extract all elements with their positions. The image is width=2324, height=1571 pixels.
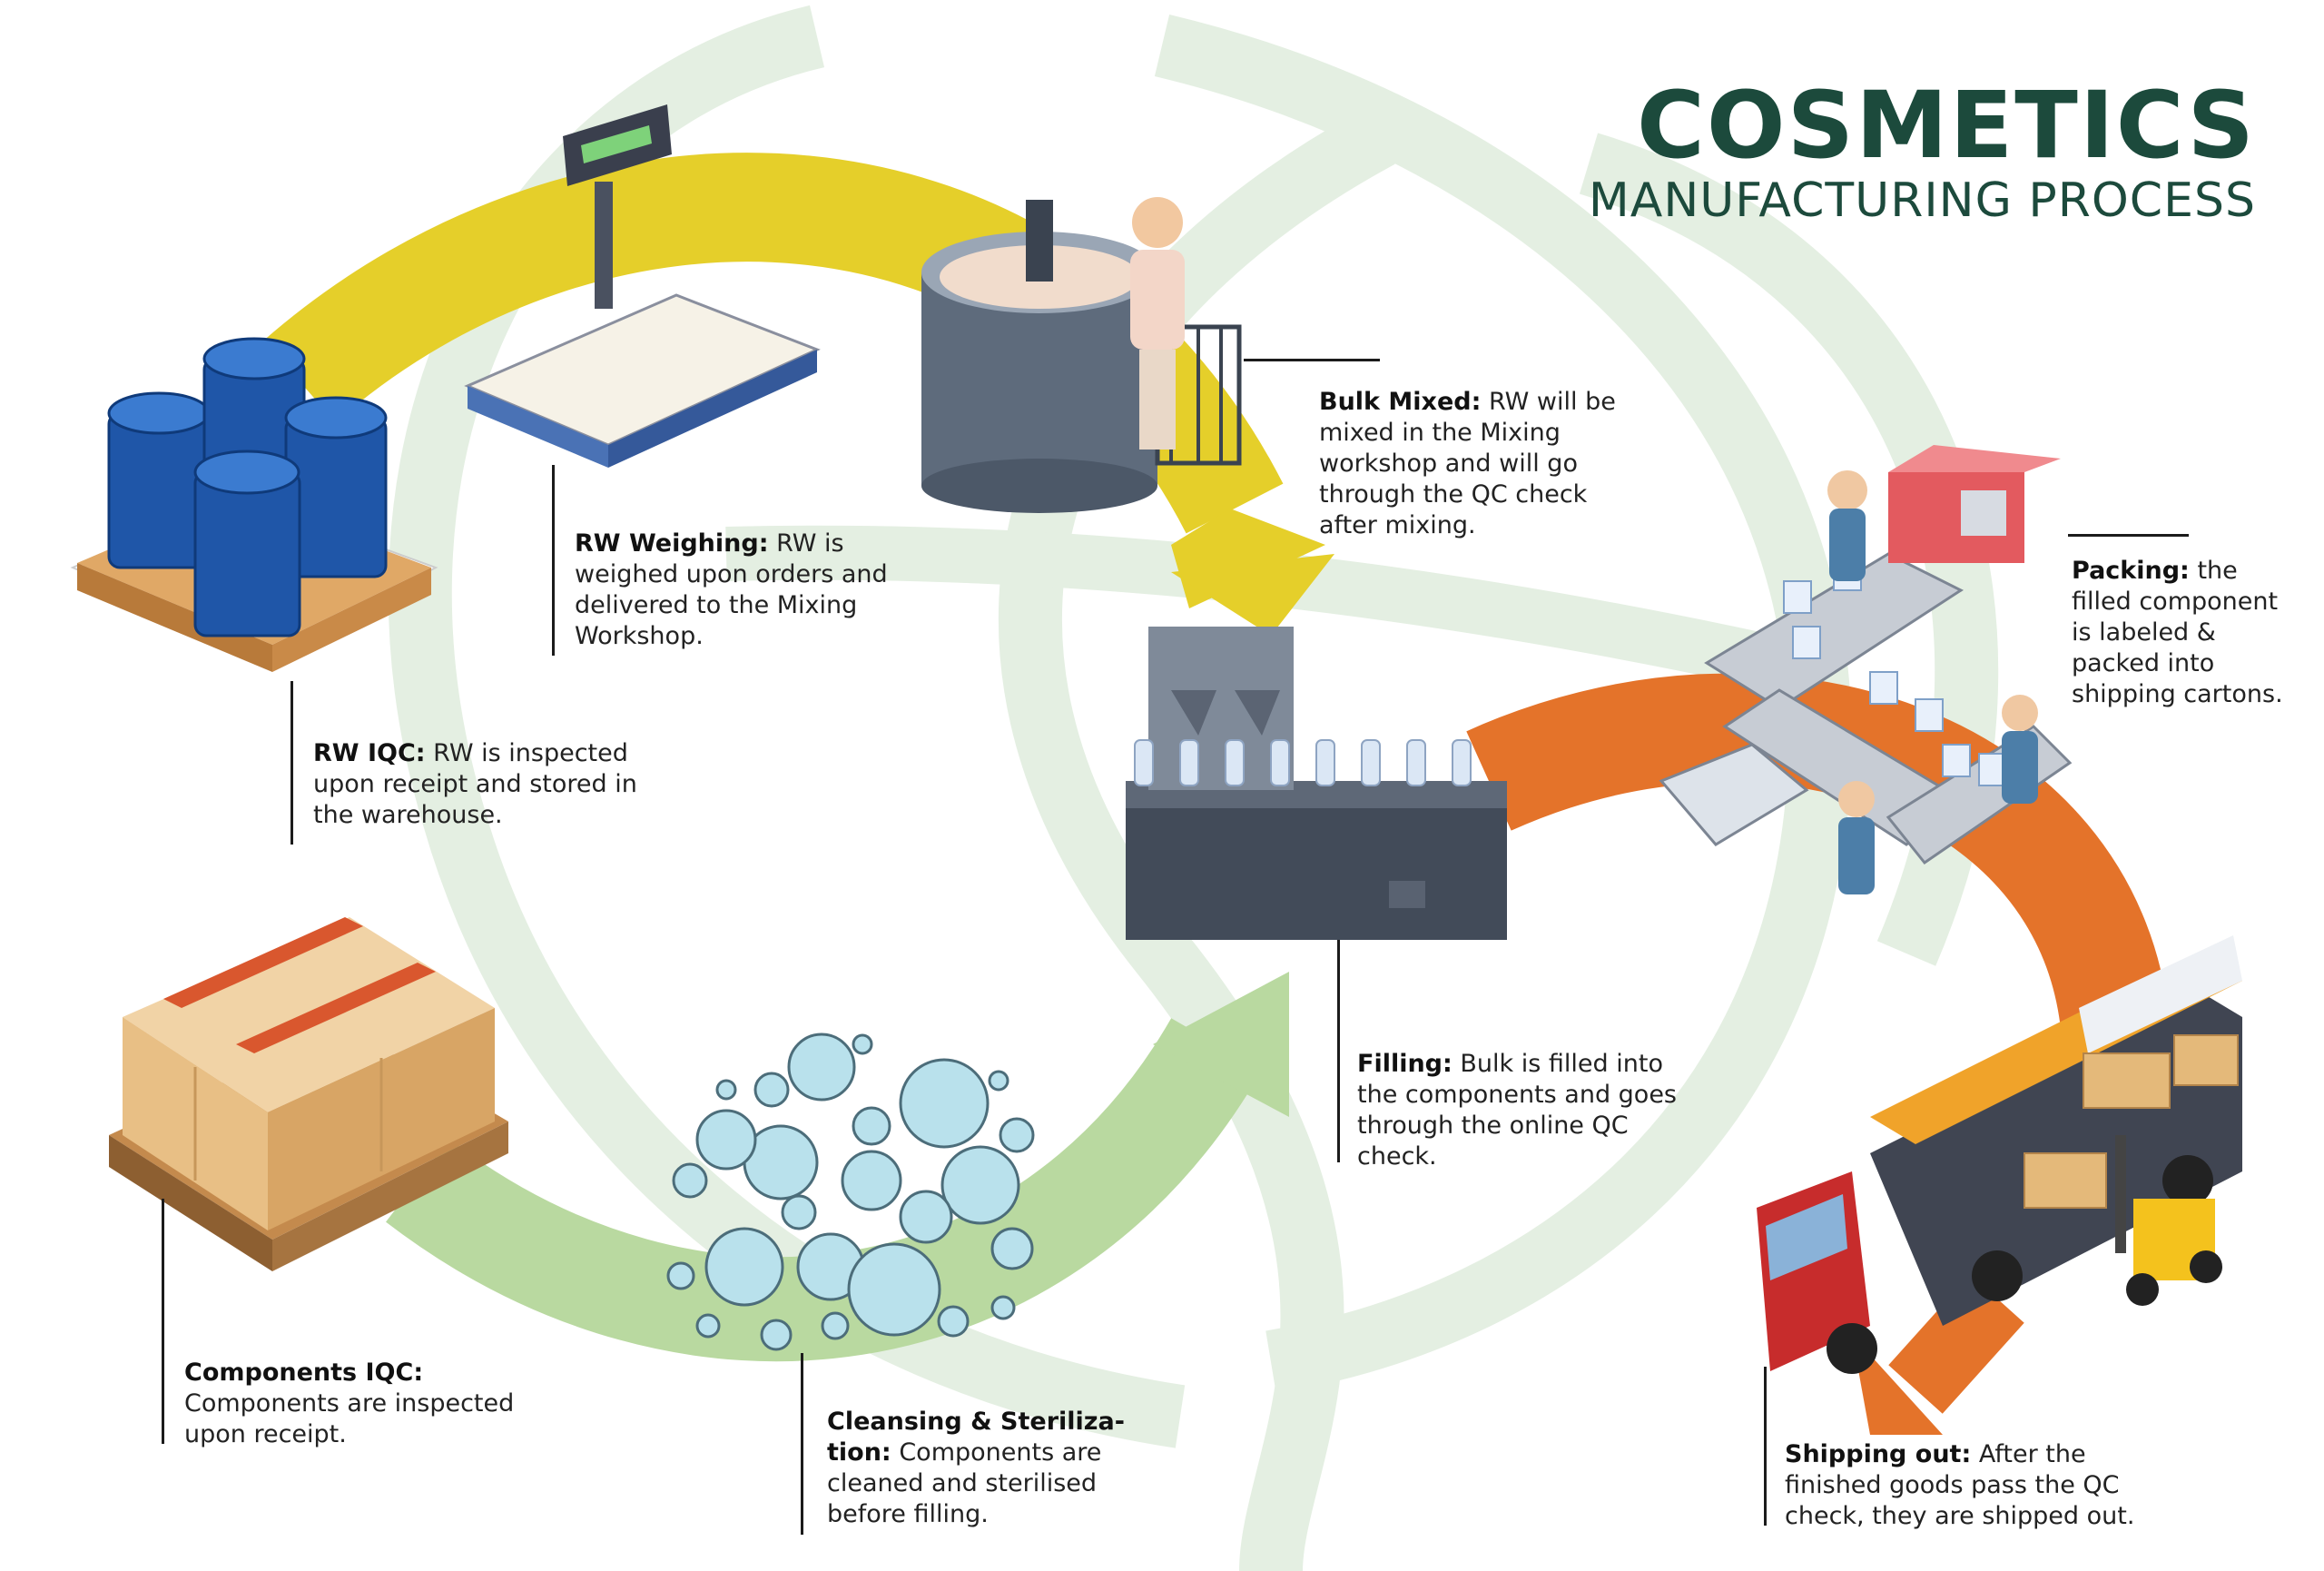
step-cleansing: Cleansing & Steriliza-tion: Components a… xyxy=(827,1407,1136,1530)
leader-cleansing xyxy=(801,1353,803,1535)
step-shipping: Shipping out: After the finished goods p… xyxy=(1785,1439,2148,1532)
step-rw-weighing: RW Weighing: RW is weighed upon orders a… xyxy=(575,529,901,652)
step-text: RW is inspected upon receipt and stored … xyxy=(313,739,637,829)
weighing-scale-icon xyxy=(464,104,821,468)
leader-shipping xyxy=(1764,1367,1767,1526)
step-label: Components IQC: xyxy=(184,1359,424,1387)
step-label: Bulk Mixed: xyxy=(1319,388,1482,416)
packing-line-icon xyxy=(1659,445,2073,894)
leader-components-iqc xyxy=(162,1199,164,1444)
step-text: RW is weighed upon orders and delivered … xyxy=(575,529,888,650)
title-sub: MANUFACTURING PROCESS xyxy=(1588,173,2256,228)
leader-rw-weighing xyxy=(552,465,555,656)
boxes-pallet-icon xyxy=(109,917,508,1271)
step-text: After the finished goods pass the QC che… xyxy=(1785,1440,2135,1530)
step-label: Cleansing & Steriliza-tion: xyxy=(827,1408,1125,1467)
step-filling: Filling: Bulk is filled into the compone… xyxy=(1357,1049,1684,1172)
mixing-tank-icon xyxy=(921,197,1242,513)
title-main: COSMETICS xyxy=(1637,72,2256,180)
step-text: the filled component is labeled & packed… xyxy=(2072,557,2283,708)
arrow-orange-tail xyxy=(1888,1274,2024,1414)
step-text: Components are cleaned and sterilised be… xyxy=(827,1438,1102,1528)
step-label: RW IQC: xyxy=(313,739,426,767)
leader-rw-iqc xyxy=(290,681,293,845)
step-text: Bulk is filled into the components and g… xyxy=(1357,1050,1678,1171)
step-packing: Packing: the filled component is labeled… xyxy=(2072,556,2290,710)
leader-bulk-mixed xyxy=(1244,359,1380,361)
step-text: Components are inspected upon receipt. xyxy=(184,1389,515,1448)
leader-packing xyxy=(2068,534,2189,537)
step-rw-iqc: RW IQC: RW is inspected upon receipt and… xyxy=(313,738,676,831)
arrow-orange xyxy=(1466,673,2170,1033)
barrels-pallet-icon xyxy=(70,337,438,672)
step-text: RW will be mixed in the Mixing workshop … xyxy=(1319,388,1616,539)
step-label: Filling: xyxy=(1357,1050,1452,1078)
arrow-green-head xyxy=(1153,972,1289,1117)
step-bulk-mixed: Bulk Mixed: RW will be mixed in the Mixi… xyxy=(1319,387,1628,541)
bubbles-icon xyxy=(666,1033,1035,1351)
step-components-iqc: Components IQC:Components are inspected … xyxy=(184,1358,547,1450)
leader-filling xyxy=(1337,940,1340,1162)
delivery-truck-icon xyxy=(1757,935,2242,1374)
filling-machine-icon xyxy=(1126,627,1507,940)
step-label: Packing: xyxy=(2072,557,2190,585)
page-title: COSMETICS MANUFACTURING PROCESS xyxy=(1589,80,2256,229)
step-label: RW Weighing: xyxy=(575,529,769,558)
step-label: Shipping out: xyxy=(1785,1440,1972,1468)
